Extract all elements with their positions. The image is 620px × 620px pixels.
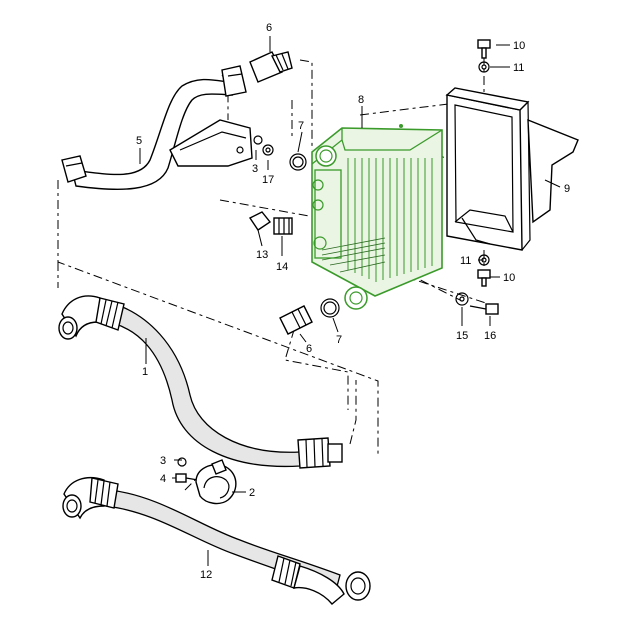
- cooler-port-bottom: [344, 286, 368, 310]
- callout-16: 16: [484, 330, 496, 342]
- callout-labels: 6 10 11 8 7 5 3 17 9 13 14 11 10 15 16 6…: [136, 22, 570, 581]
- oil-cooler-part-8: [311, 124, 443, 310]
- washer-17: [262, 144, 274, 156]
- callout-17: 17: [262, 174, 274, 186]
- callout-7-lower: 7: [336, 334, 342, 346]
- hose-12-crimp-left: [89, 477, 119, 509]
- seal-ring-7-lower: [320, 298, 340, 318]
- washer-3-upper: [253, 135, 263, 145]
- callout-8: 8: [358, 94, 364, 106]
- hose-12-end-fitting-right: [293, 565, 371, 605]
- bolt-10-lower: [477, 269, 491, 287]
- callout-15: 15: [456, 330, 468, 342]
- callout-6-upper: 6: [266, 22, 272, 34]
- bolt-10-upper: [477, 39, 491, 59]
- hose-part-12: [62, 476, 371, 605]
- callout-11-lower: 11: [460, 255, 471, 267]
- callout-9: 9: [564, 183, 570, 195]
- seal-ring-7-upper: [289, 153, 307, 171]
- callout-10-upper: 10: [513, 40, 525, 52]
- upper-pipe-part-5: [61, 65, 253, 190]
- callout-10-lower: 10: [503, 272, 515, 284]
- washer-11-upper: [478, 61, 490, 73]
- callout-7-upper: 7: [298, 120, 304, 132]
- pipe-5-nut-right: [221, 65, 247, 97]
- cooler-hatching: [321, 237, 386, 273]
- small-hardware: [175, 39, 499, 483]
- leader-lines: [139, 36, 561, 566]
- callout-6-lower: 6: [306, 343, 312, 355]
- callout-2: 2: [249, 487, 255, 499]
- nut-13: [248, 211, 272, 231]
- fitting-part-6-upper: [249, 51, 293, 83]
- bolt-16: [469, 303, 499, 315]
- pipe-5-nut-left: [61, 155, 87, 183]
- callout-12: 12: [200, 569, 212, 581]
- callout-14: 14: [276, 261, 288, 273]
- callout-11-upper: 11: [513, 62, 524, 74]
- washer-15: [455, 292, 469, 306]
- air-shroud-part-9: [445, 87, 579, 251]
- clamp-part-2: [195, 459, 237, 505]
- hose-1-end-fitting-left: [58, 295, 101, 340]
- hose-part-1: [58, 295, 343, 469]
- callout-5: 5: [136, 135, 142, 147]
- washer-3-lower: [177, 457, 187, 467]
- insert-14: [273, 217, 293, 235]
- callout-13: 13: [256, 249, 268, 261]
- callout-3-lower: 3: [160, 455, 166, 467]
- callout-3-upper: 3: [252, 163, 258, 175]
- callout-1: 1: [142, 366, 148, 378]
- fitting-part-6-lower: [279, 305, 313, 335]
- hose-1-crimp-left: [95, 297, 125, 331]
- hose-1-crimp-right: [297, 437, 343, 469]
- callout-4: 4: [160, 473, 166, 485]
- cooler-port-top: [315, 145, 337, 167]
